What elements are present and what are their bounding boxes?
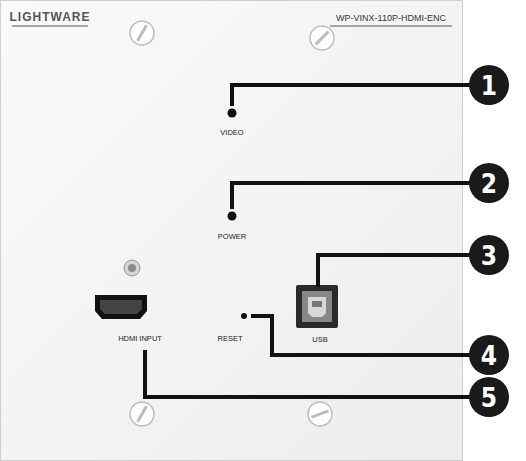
model-underline bbox=[330, 26, 452, 27]
callout-number: 4 bbox=[481, 343, 497, 369]
callout-number-holder: 5 bbox=[481, 385, 497, 411]
brand-logo: LIGHTWARE bbox=[10, 11, 91, 23]
part-label-holder: HDMI INPUT bbox=[118, 335, 162, 343]
model-name-holder: WP-VINX-110P-HDMI-ENC bbox=[336, 14, 446, 23]
callout-number-holder: 1 bbox=[481, 73, 497, 99]
brand-logo-holder: LIGHTWARE bbox=[10, 11, 91, 23]
usb-port bbox=[296, 285, 338, 328]
mount-stud bbox=[124, 260, 140, 276]
part-label: HDMI INPUT bbox=[118, 335, 162, 343]
callout-number: 5 bbox=[481, 385, 497, 411]
callout-number-holder: 4 bbox=[481, 343, 497, 369]
hdmi-port bbox=[95, 295, 147, 319]
callout-number: 3 bbox=[481, 243, 497, 269]
screws bbox=[126, 17, 339, 431]
part-label: POWER bbox=[218, 233, 246, 241]
callout-discs bbox=[469, 65, 509, 417]
reset-button bbox=[241, 313, 247, 319]
part-label: RESET bbox=[217, 335, 242, 343]
part-label-holder: USB bbox=[312, 336, 327, 344]
power-led bbox=[228, 212, 237, 221]
video-led bbox=[228, 109, 237, 118]
callout-number-holder: 2 bbox=[481, 171, 497, 197]
callout-number: 2 bbox=[481, 171, 497, 197]
part-label-holder: VIDEO bbox=[220, 129, 243, 137]
part-label: VIDEO bbox=[220, 129, 243, 137]
part-label: USB bbox=[312, 336, 327, 344]
part-label-holder: RESET bbox=[217, 335, 242, 343]
callout-number: 1 bbox=[481, 73, 497, 99]
callout-number-holder: 3 bbox=[481, 243, 497, 269]
face-plate bbox=[1, 1, 463, 461]
part-label-holder: POWER bbox=[218, 233, 246, 241]
model-name: WP-VINX-110P-HDMI-ENC bbox=[336, 14, 446, 23]
logo-underline bbox=[12, 26, 88, 27]
leader-lines bbox=[145, 85, 472, 397]
